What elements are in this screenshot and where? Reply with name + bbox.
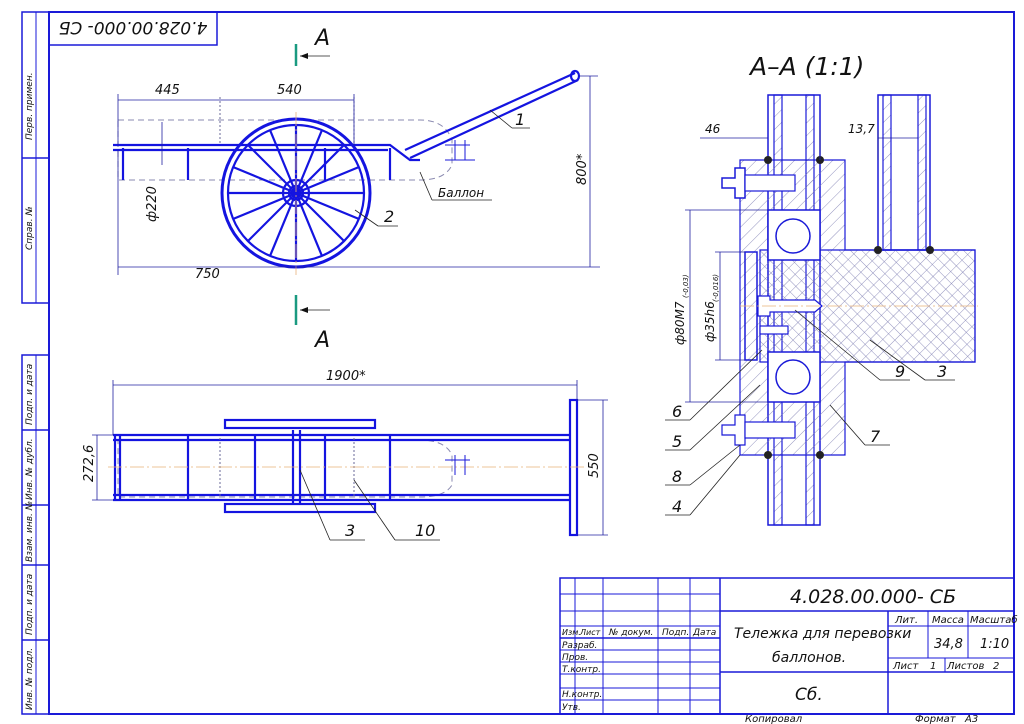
section-leaders (665, 309, 955, 516)
dim-1900: 1900* (326, 369, 366, 384)
dim-272: 272,6 (82, 445, 97, 482)
inner-frame (48, 11, 1015, 715)
part-label-7: 7 (870, 427, 881, 446)
part-label-2: 2 (384, 207, 394, 226)
row-utv: Утв. (562, 703, 581, 713)
side-strip (21, 11, 50, 715)
side-label-podp-data-1: Подп. и дата (25, 364, 35, 425)
title-doc-type: Сб. (795, 685, 823, 705)
row-razrab: Разраб. (562, 641, 597, 651)
label-copied: Копировал (745, 714, 803, 724)
header-docnum: № докум. (608, 628, 653, 638)
section-title: А–А (1:1) (748, 52, 864, 81)
dim-80: ф80М7 (673, 301, 687, 345)
cut-mark-top (294, 44, 330, 66)
part-label-9: 9 (895, 362, 905, 381)
label-sheet: Лист (892, 661, 920, 672)
part-label-3-section: 3 (937, 362, 947, 381)
header-mass: Масса (932, 615, 964, 626)
side-label-inv-dubl: Инв. № дубл. (25, 438, 35, 500)
header-list: Лист (579, 628, 601, 637)
header-date: Дата (692, 628, 716, 638)
dim-800: 800* (575, 153, 590, 185)
title-line-2: баллонов. (772, 650, 846, 666)
dim-550: 550 (587, 453, 602, 478)
label-balloon: Баллон (438, 186, 484, 200)
side-view-dimensions (117, 75, 600, 275)
mirrored-designation: 4.028.00.000- СБ (59, 17, 208, 37)
row-nkontr: Н.контр. (562, 690, 602, 700)
section-dimensions (685, 130, 918, 403)
dim-13-7: 13,7 (848, 122, 875, 136)
value-format: А3 (964, 714, 978, 724)
header-lit: Лит. (894, 615, 918, 626)
header-scale: Масштаб (970, 614, 1018, 626)
side-label-perv-primen: Перв. примен. (25, 72, 35, 140)
part-label-5: 5 (672, 432, 682, 451)
dim-445: 445 (155, 83, 180, 98)
title-block (559, 577, 1015, 715)
row-tkontr: Т.контр. (562, 665, 601, 675)
cut-letter-bottom: А (313, 328, 330, 353)
header-sign: Подп. (662, 628, 689, 638)
part-label-1: 1 (515, 110, 525, 129)
header-izm: Изм. (562, 628, 581, 637)
side-label-sprav: Справ. № (25, 206, 35, 250)
dim-750: 750 (195, 267, 220, 282)
side-label-podp-data-2: Подп. и дата (25, 574, 35, 635)
dim-46: 46 (705, 122, 721, 136)
value-scale: 1:10 (980, 637, 1009, 652)
value-sheet: 1 (930, 661, 936, 672)
row-prov: Пров. (562, 653, 588, 663)
dim-540: 540 (277, 83, 302, 98)
side-label-inv-podl: Инв. № подл. (25, 648, 35, 710)
dim-80-tol: (-0,03) (682, 274, 690, 298)
part-label-6: 6 (672, 402, 682, 421)
part-label-3-plan: 3 (345, 521, 355, 540)
mirrored-stamp-box (48, 11, 218, 46)
part-label-4: 4 (672, 497, 682, 516)
cut-mark-bottom (294, 295, 330, 325)
side-label-vzam-inv: Взам. инв. № (25, 501, 35, 562)
part-label-8: 8 (672, 467, 682, 486)
value-mass: 34,8 (934, 637, 963, 652)
plan-view (108, 398, 585, 537)
title-line-1: Тележка для перевозки (734, 626, 911, 642)
value-sheets: 2 (993, 661, 999, 672)
label-sheets: Листов (946, 661, 984, 672)
part-label-10: 10 (415, 521, 435, 540)
dim-35-tol: (-0,016) (712, 274, 720, 302)
plan-view-dimensions (92, 380, 608, 536)
section-a-a (721, 94, 978, 526)
title-designation: 4.028.00.000- СБ (790, 586, 956, 608)
cut-letter-top: А (313, 26, 330, 51)
dim-220: ф220 (145, 186, 160, 222)
dim-35: ф35h6 (703, 301, 717, 342)
label-format: Формат (915, 714, 957, 724)
side-view (113, 69, 581, 275)
